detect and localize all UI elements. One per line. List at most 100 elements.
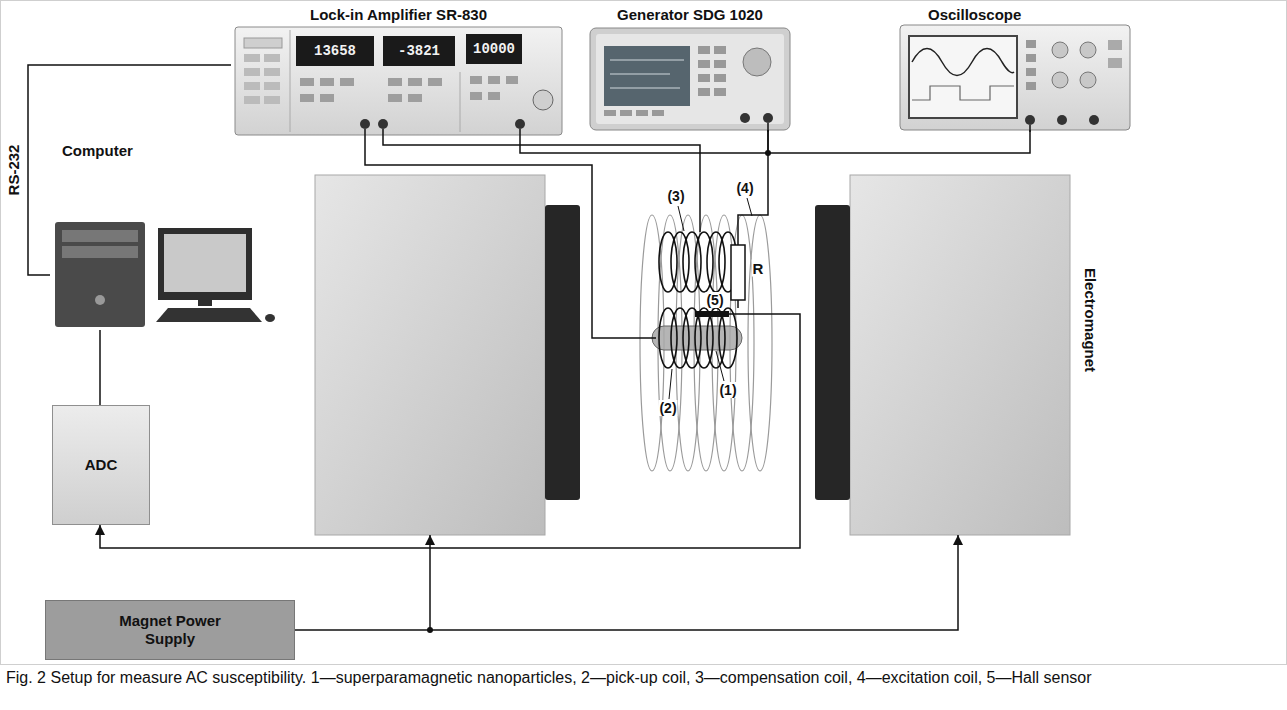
- oscilloscope-device: [1057, 115, 1067, 125]
- oscilloscope-device: [1108, 40, 1122, 50]
- leader-lines: [678, 206, 684, 231]
- electromagnet-left: [315, 175, 580, 535]
- lock-in-amplifier-device: [488, 76, 500, 84]
- lock-in-amplifier-device: [300, 78, 314, 86]
- oscilloscope-device: [1089, 115, 1099, 125]
- signal-generator-device: [610, 88, 680, 89]
- lock-in-amplifier-device: [466, 34, 522, 64]
- signal-generator: Generator SDG 1020: [584, 4, 796, 130]
- leader-lines: [747, 198, 752, 216]
- lock-in-amplifier-device: [388, 78, 402, 86]
- figure-frame: [1, 1, 1287, 665]
- resistor-label: R: [752, 260, 765, 277]
- pick-up-coil: [659, 308, 737, 368]
- signal-wires: [365, 129, 656, 338]
- lock-in-amplifier-device: [264, 82, 280, 90]
- lock-in-amplifier-device: [244, 96, 260, 104]
- oscilloscope-device: [912, 86, 1014, 100]
- oscilloscope-device: [900, 25, 1130, 130]
- signal-generator-device: [714, 46, 726, 54]
- oscilloscope-device: [1026, 40, 1036, 48]
- lock-in-amplifier-device: [296, 36, 374, 66]
- signal-generator-device: [714, 74, 726, 82]
- lock-in-amplifier-device: [470, 76, 482, 84]
- oscilloscope-device: [1026, 68, 1036, 76]
- lock-in-amplifier-device: [264, 54, 280, 62]
- junction-dot: [427, 150, 771, 633]
- signal-generator-device: [763, 113, 773, 123]
- oscilloscope-device: [1025, 115, 1035, 125]
- lock-in-amplifier-device: [533, 90, 553, 110]
- computer: Computer: [50, 140, 283, 330]
- node-label: Magnet Power Supply: [108, 612, 233, 648]
- nanoparticle-sample: [652, 326, 742, 350]
- magnet-power-supply: Magnet Power Supply: [45, 600, 295, 660]
- adc-box: ADC: [52, 405, 150, 525]
- lock-in-amplifier-device: [388, 94, 402, 102]
- computer-illustration: [156, 308, 262, 322]
- computer-illustration: [158, 228, 252, 300]
- signal-wires: [100, 314, 800, 548]
- wire-connector: [520, 130, 768, 153]
- oscilloscope-device: [1026, 54, 1036, 62]
- callout-number: (2): [658, 400, 677, 416]
- oscilloscope-device: [912, 49, 1014, 76]
- lock-in-amplifier-device: [360, 119, 370, 129]
- excitation-coil: [748, 215, 772, 471]
- wire-connector: [295, 535, 958, 630]
- signal-generator-device: [652, 110, 664, 116]
- electromagnet-left: [545, 205, 580, 500]
- node-label: ADC: [85, 456, 118, 474]
- electromagnet-left: [315, 175, 545, 535]
- signal-generator-device: [610, 60, 684, 61]
- lock-in-amplifier-device: [320, 94, 334, 102]
- signal-generator-device: [714, 60, 726, 68]
- signal-generator-device: [698, 88, 710, 96]
- lock-in-amplifier-device: [244, 82, 260, 90]
- caption-block: Fig. 2 Setup for measure AC susceptibili…: [6, 669, 1281, 687]
- lock-in-amplifier-device: [460, 72, 461, 132]
- oscilloscope-device: [1052, 72, 1068, 88]
- computer-illustration: [198, 300, 212, 306]
- signal-generator-device: [620, 110, 632, 116]
- signal-generator-device: [743, 48, 771, 76]
- callout-number: (4): [735, 180, 754, 196]
- lock-in-amplifier-device: [506, 76, 518, 84]
- wire-connector: [28, 65, 231, 275]
- oscilloscope-device: [1026, 82, 1036, 90]
- oscilloscope-device: [1108, 58, 1122, 68]
- oscilloscope-device: [1080, 72, 1096, 88]
- hall-sensor: [695, 311, 729, 317]
- electromagnet-right: [850, 175, 1070, 535]
- node-label: Oscilloscope: [898, 6, 1140, 24]
- nanoparticle-sample: [652, 326, 742, 350]
- lock-in-amplifier-device: [244, 38, 282, 48]
- lock-in-amplifier: Lock-in Amplifier SR-830: [231, 4, 566, 135]
- node-label: Computer: [50, 142, 283, 160]
- leader-lines: [669, 198, 752, 399]
- signal-generator-device: [698, 46, 710, 54]
- edge-label: RS-232: [5, 143, 23, 198]
- lock-in-amplifier-device: [515, 119, 525, 129]
- signal-generator-device: [636, 110, 648, 116]
- signal-generator-device: [604, 110, 616, 116]
- lock-in-amplifier-device: [300, 94, 314, 102]
- signal-generator-device: [714, 88, 726, 96]
- callout-number: (3): [666, 188, 685, 204]
- lock-in-amplifier-device: [408, 94, 422, 102]
- computer-illustration: [55, 222, 145, 327]
- leader-lines: [716, 351, 724, 381]
- computer-illustration: [62, 246, 138, 258]
- signal-generator-device: [596, 34, 784, 124]
- electromagnet-right: [815, 205, 850, 500]
- figure-caption: Fig. 2 Setup for measure AC susceptibili…: [6, 669, 1281, 687]
- computer-illustration: [95, 295, 105, 305]
- signal-wires: [519, 129, 521, 135]
- node-label: Generator SDG 1020: [584, 6, 796, 24]
- signal-generator-device: [698, 60, 710, 68]
- signal-wires: [100, 123, 1030, 630]
- signal-wires: [383, 129, 700, 232]
- display-value: -3821: [398, 43, 440, 59]
- electromagnet: Electromagnet: [812, 175, 1108, 535]
- computer-illustration: [62, 230, 138, 242]
